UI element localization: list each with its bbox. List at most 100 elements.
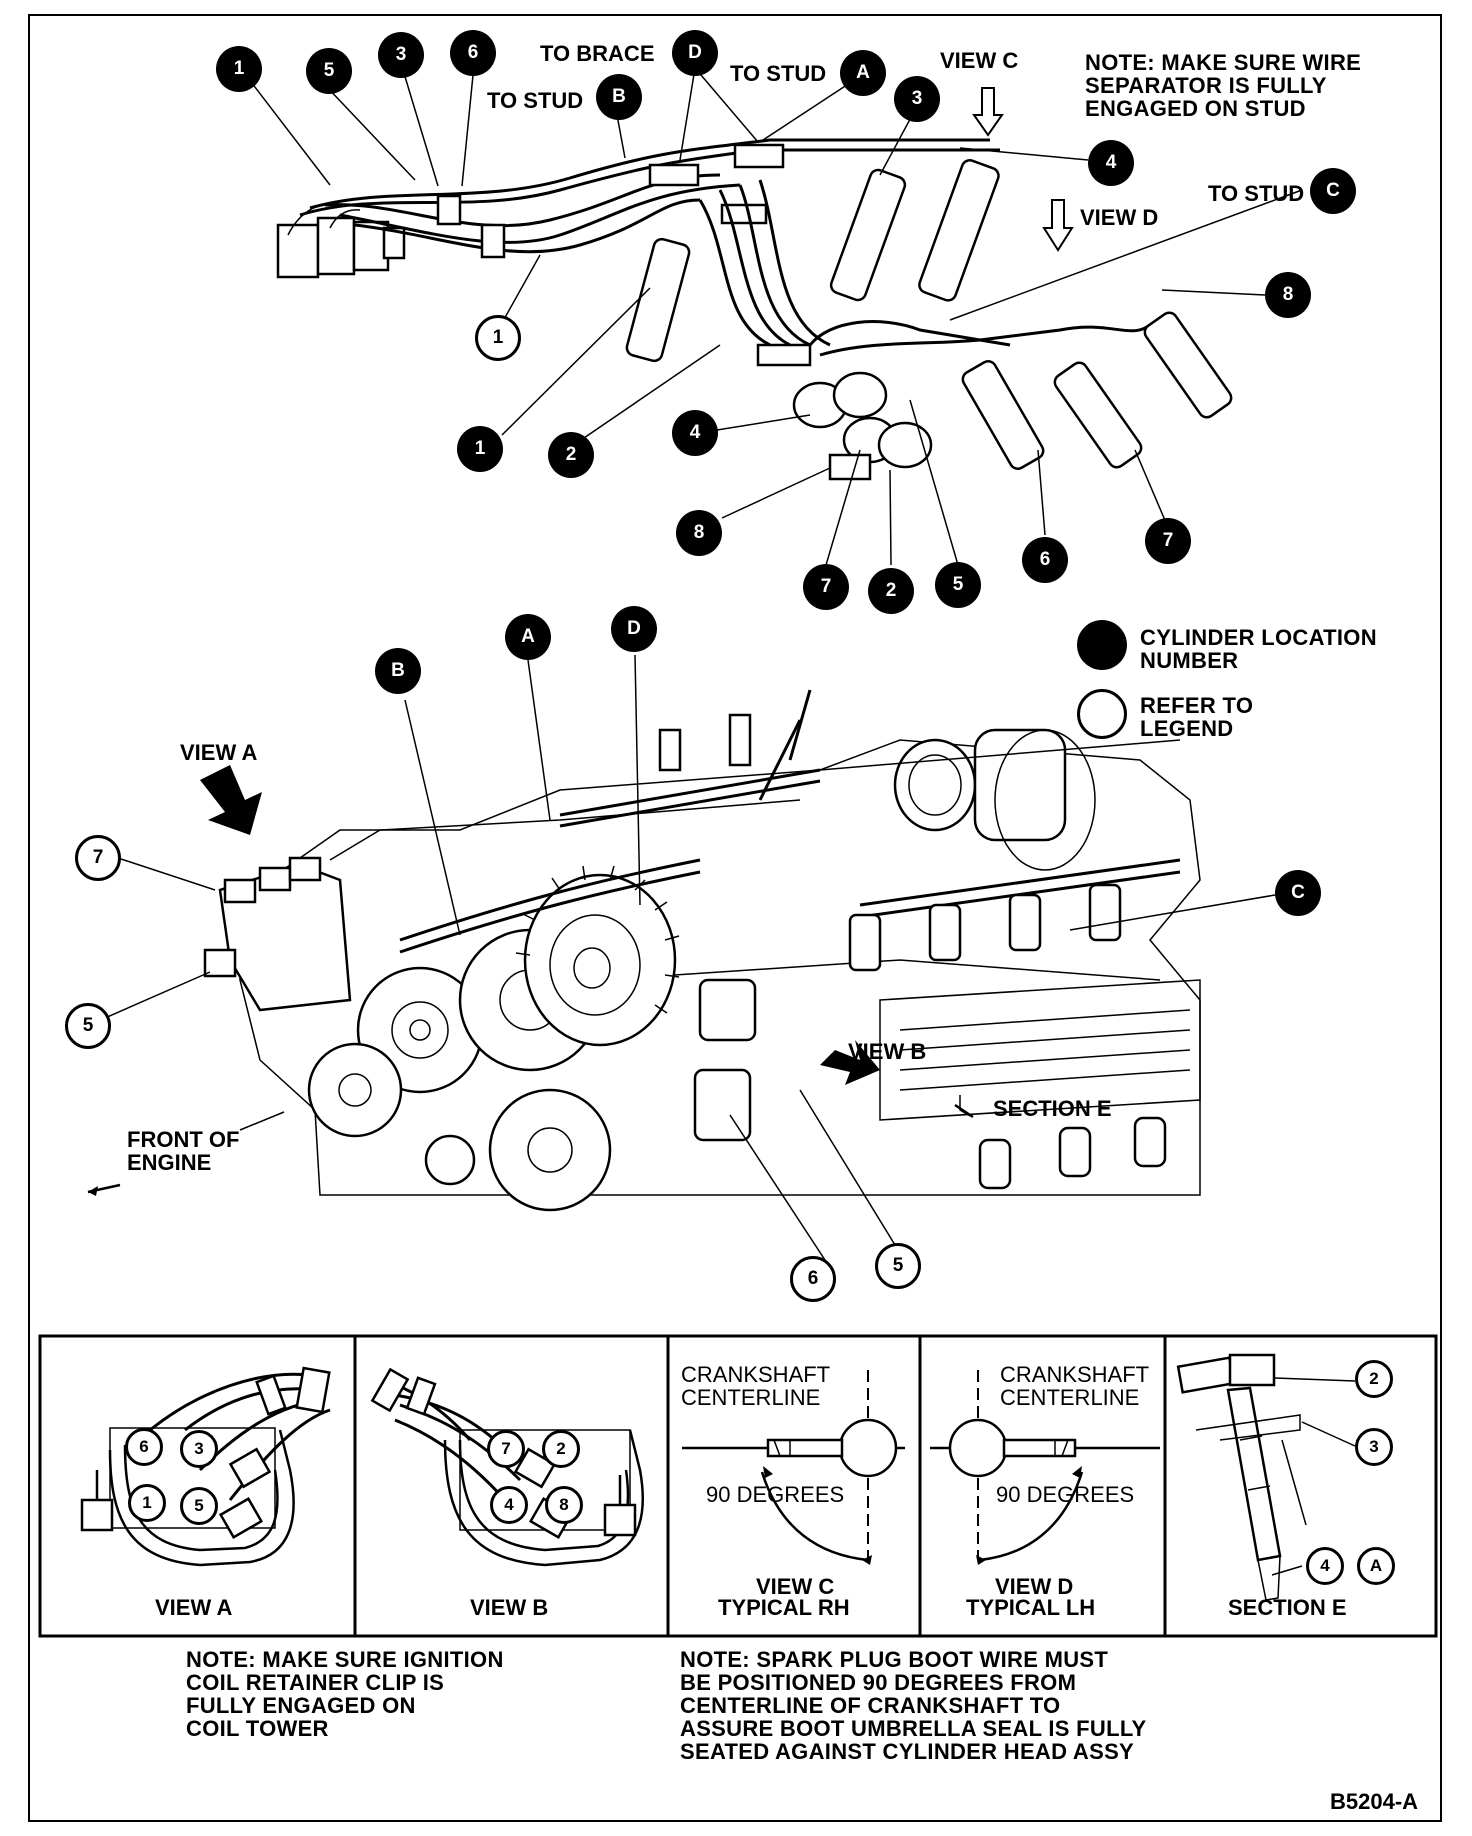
wires-to-rear-coils — [698, 179, 1151, 357]
view-c-caption-2: TYPICAL RH — [718, 1595, 850, 1620]
view-a-caption: VIEW A — [155, 1595, 233, 1620]
note-boot-wire-5: SEATED AGAINST CYLINDER HEAD ASSY — [680, 1739, 1135, 1764]
callout-cyl-8-coil: 8 — [676, 510, 722, 556]
callout-legend-6: 6 — [790, 1256, 836, 1302]
legend-black-circle — [1077, 620, 1127, 670]
note-coil-clip-3: FULLY ENGAGED ON — [186, 1693, 416, 1718]
section-e-pointer — [954, 1095, 974, 1119]
legend-cylinder-1: CYLINDER LOCATION — [1140, 625, 1377, 650]
callout-engine-b: B — [375, 648, 421, 694]
callout-cyl-2: 2 — [548, 432, 594, 478]
view-b-arrow — [820, 1040, 880, 1085]
view-a-coil-3: 3 — [180, 1430, 218, 1468]
view-a-coil-5: 5 — [180, 1487, 218, 1525]
callout-brace-d: D — [672, 30, 718, 76]
section-e-caption: SECTION E — [1228, 1595, 1347, 1620]
section-e-callout-3: 3 — [1355, 1428, 1393, 1466]
callout-cyl-3-rear: 3 — [894, 76, 940, 122]
note-boot-wire-2: BE POSITIONED 90 DEGREES FROM — [680, 1670, 1077, 1695]
callout-legend-5: 5 — [65, 1003, 111, 1049]
callout-cyl-2-coil: 2 — [868, 568, 914, 614]
callout-cyl-7: 7 — [803, 564, 849, 610]
legend-refer-2: LEGEND — [1140, 716, 1234, 741]
section-e-callout-a: A — [1357, 1547, 1395, 1585]
label-to-stud-a: TO STUD — [730, 61, 827, 86]
callout-engine-d: D — [611, 606, 657, 652]
label-to-brace: TO BRACE — [540, 41, 655, 66]
fuel-rail-and-coils — [399, 689, 1181, 1142]
panel-grid — [38, 1334, 1438, 1638]
callout-cyl-3: 3 — [378, 32, 424, 78]
note-coil-clip-2: COIL RETAINER CLIP IS — [186, 1670, 445, 1695]
section-e-art — [1176, 1353, 1356, 1601]
view-d-centerline-2: CENTERLINE — [1000, 1385, 1140, 1410]
view-a-coil-art — [80, 1366, 331, 1567]
callout-stud-b: B — [596, 74, 642, 120]
callout-cyl-5: 5 — [306, 48, 352, 94]
callout-cyl-8: 8 — [1265, 272, 1311, 318]
view-d-centerline-1: CRANKSHAFT — [1000, 1362, 1150, 1387]
label-front-of-engine-1: FRONT OF — [127, 1127, 240, 1152]
view-d-angle: 90 DEGREES — [996, 1482, 1135, 1507]
view-b-coil-8: 8 — [545, 1486, 583, 1524]
view-c-caption-1: VIEW C — [756, 1574, 835, 1599]
view-b-coil-4: 4 — [490, 1486, 528, 1524]
callout-stud-a: A — [840, 50, 886, 96]
view-c-art — [682, 1370, 905, 1565]
harness-wires-left — [299, 138, 1000, 254]
plug-boots — [625, 159, 1233, 470]
figure-id: B5204-A — [1330, 1789, 1419, 1814]
note-coil-clip-1: NOTE: MAKE SURE IGNITION — [186, 1647, 504, 1672]
callout-cyl-7-boot: 7 — [1145, 518, 1191, 564]
section-e-callout-2: 2 — [1355, 1360, 1393, 1398]
view-b-coil-7: 7 — [487, 1430, 525, 1468]
callout-legend-5-lower: 5 — [875, 1243, 921, 1289]
note-boot-wire-4: ASSURE BOOT UMBRELLA SEAL IS FULLY — [680, 1716, 1147, 1741]
figure-frame — [28, 14, 1442, 1822]
label-to-stud-b: TO STUD — [487, 88, 584, 113]
view-a-coil-1: 1 — [128, 1484, 166, 1522]
note-boot-wire-1: NOTE: SPARK PLUG BOOT WIRE MUST — [680, 1647, 1109, 1672]
view-a-coil-6: 6 — [125, 1428, 163, 1466]
callout-legend-1: 1 — [475, 315, 521, 361]
note-boot-wire-3: CENTERLINE OF CRANKSHAFT TO — [680, 1693, 1061, 1718]
left-coil-bracket — [203, 856, 352, 1012]
view-d-caption-1: VIEW D — [995, 1574, 1074, 1599]
note-wire-separator-2: SEPARATOR IS FULLY — [1085, 73, 1327, 98]
view-d-arrow — [1042, 199, 1074, 252]
front-of-engine-arrow — [87, 1111, 285, 1196]
note-coil-clip-4: COIL TOWER — [186, 1716, 329, 1741]
callout-cyl-1: 1 — [216, 46, 262, 92]
separator-clips — [436, 143, 812, 367]
callout-engine-a: A — [505, 614, 551, 660]
rear-coil-pack — [792, 371, 933, 481]
callout-cyl-6: 6 — [450, 30, 496, 76]
note-wire-separator-1: NOTE: MAKE SURE WIRE — [1085, 50, 1362, 75]
callout-engine-c: C — [1275, 870, 1321, 916]
label-view-a: VIEW A — [180, 740, 258, 765]
view-b-caption: VIEW B — [470, 1595, 549, 1620]
view-c-centerline-2: CENTERLINE — [681, 1385, 821, 1410]
callout-stud-c: C — [1310, 168, 1356, 214]
callout-legend-7: 7 — [75, 835, 121, 881]
view-c-arrow — [972, 87, 1004, 137]
label-to-stud-c: TO STUD — [1208, 181, 1305, 206]
callout-cyl-4-coil: 4 — [672, 410, 718, 456]
section-e-callout-4: 4 — [1306, 1547, 1344, 1585]
view-d-art — [930, 1370, 1160, 1565]
legend-cylinder-2: NUMBER — [1140, 648, 1239, 673]
view-d-caption-2: TYPICAL LH — [966, 1595, 1096, 1620]
label-section-e: SECTION E — [993, 1096, 1112, 1121]
label-view-d: VIEW D — [1080, 205, 1159, 230]
note-wire-separator-3: ENGAGED ON STUD — [1085, 96, 1306, 121]
callout-cyl-4: 4 — [1088, 140, 1134, 186]
callout-cyl-6-boot: 6 — [1022, 537, 1068, 583]
callout-cyl-1-lower: 1 — [457, 426, 503, 472]
view-c-angle: 90 DEGREES — [706, 1482, 845, 1507]
label-view-c: VIEW C — [940, 48, 1019, 73]
legend-white-circle — [1077, 689, 1127, 739]
view-c-centerline-1: CRANKSHAFT — [681, 1362, 831, 1387]
view-a-arrow — [200, 765, 262, 835]
throttle-body — [893, 728, 1096, 871]
